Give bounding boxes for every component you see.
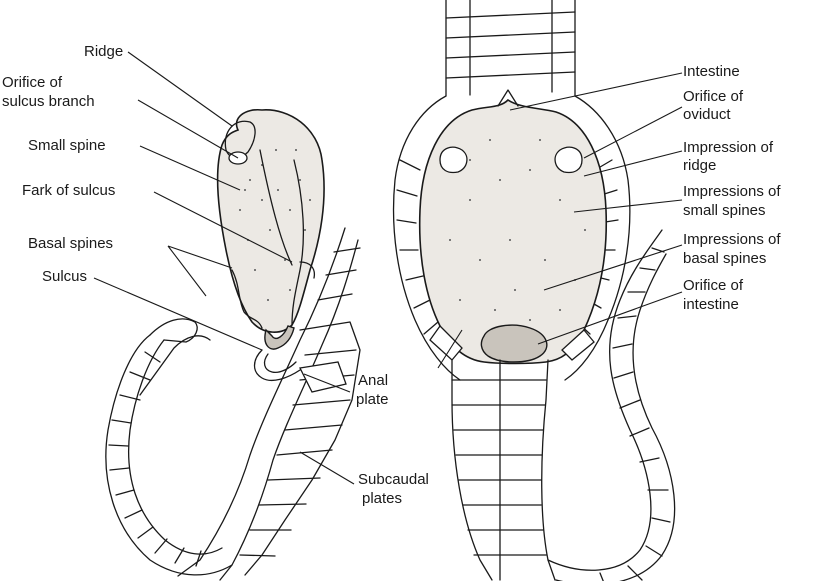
label-anal-plate-line1: Anal: [358, 372, 388, 389]
label-orifice-sulcus-line2: sulcus branch: [2, 93, 95, 110]
right-intestine-orifice: [481, 325, 546, 362]
label-orifice-intestine-line2: intestine: [683, 296, 739, 313]
label-orifice-intestine-line1: Orifice of: [683, 277, 744, 294]
label-impressions-basal-line2: basal spines: [683, 250, 766, 267]
label-anal-plate-line2: plate: [356, 391, 389, 408]
label-impressions-small-line2: small spines: [683, 202, 766, 219]
label-ridge: Ridge: [84, 43, 123, 60]
labels-right: Intestine Orifice of oviduct Impression …: [683, 63, 781, 313]
label-basal-spines: Basal spines: [28, 235, 113, 252]
label-sulcus: Sulcus: [42, 268, 87, 285]
label-orifice-sulcus-line1: Orifice of: [2, 74, 63, 91]
left-specimen: [106, 110, 360, 580]
label-orifice-oviduct-line2: oviduct: [683, 106, 731, 123]
label-impression-ridge-line1: Impression of: [683, 139, 774, 156]
label-impressions-basal-line1: Impressions of: [683, 231, 781, 248]
label-impressions-small-line1: Impressions of: [683, 183, 781, 200]
right-specimen: [394, 0, 675, 581]
right-oviduct-orifice-left: [440, 147, 467, 172]
right-oviduct-orifice-right: [555, 147, 582, 172]
labels-left: Ridge Orifice of sulcus branch Small spi…: [2, 43, 429, 507]
label-subcaudal-line1: Subcaudal: [358, 471, 429, 488]
label-intestine: Intestine: [683, 63, 740, 80]
label-subcaudal-line2: plates: [362, 490, 402, 507]
label-small-spine: Small spine: [28, 137, 106, 154]
label-impression-ridge-line2: ridge: [683, 157, 716, 174]
left-organ: [218, 110, 324, 381]
label-orifice-oviduct-line1: Orifice of: [683, 88, 744, 105]
right-cloacal-cavity: [420, 100, 607, 364]
label-fork-sulcus: Fark of sulcus: [22, 182, 115, 199]
